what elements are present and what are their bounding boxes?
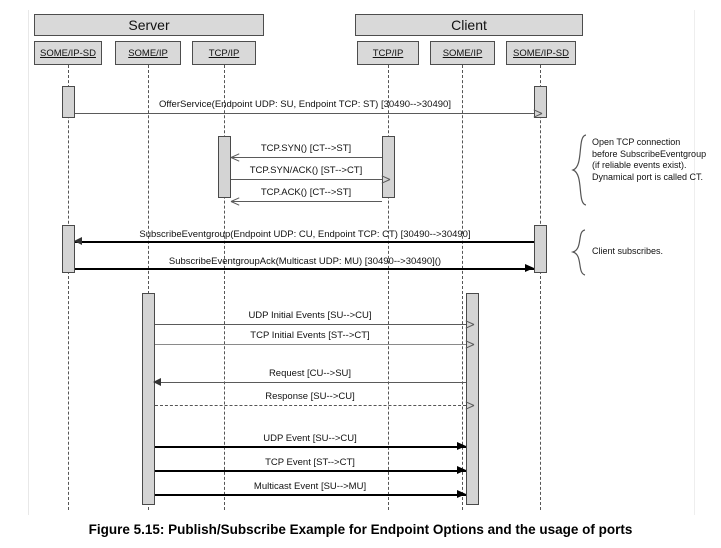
activation-server-tcpip-handshake: [218, 136, 231, 198]
activation-server-someip-sd-subscribe: [62, 225, 75, 273]
message-label-tcp-ack: TCP.ACK() [CT-->ST]: [260, 187, 352, 198]
message-label-tcp-event: TCP Event [ST-->CT]: [265, 457, 355, 468]
lifeline-label-server-someip: SOME/IP: [128, 47, 168, 59]
activation-client-someip-sd-subscribe: [534, 225, 547, 273]
note-tcp-connection-line-3: (if reliable events exist).: [592, 160, 687, 170]
lifeline-label-server-someip-sd: SOME/IP-SD: [40, 47, 96, 59]
arrowhead-open-right-response: [466, 405, 474, 413]
message-line-udp-event: [155, 446, 466, 448]
message-label-tcp-syn-ack: TCP.SYN/ACK() [ST-->CT]: [249, 165, 363, 176]
note-client-subscribes-line-1: Client subscribes.: [592, 246, 664, 256]
message-line-subscribe-eventgroup-ack: [75, 268, 534, 270]
message-line-request: [155, 382, 466, 383]
message-line-tcp-syn: [231, 157, 382, 158]
note-tcp-connection-line-4: Dynamical port is called CT.: [592, 171, 704, 182]
arrowhead-filled-left-subscribe-eventgroup: [74, 237, 82, 245]
lifeline-label-client-tcpip: TCP/IP: [372, 47, 404, 59]
arrowhead-open-right-offer-service: [534, 113, 542, 121]
activation-server-someip-sd-offer: [62, 86, 75, 118]
message-line-udp-initial-events: [155, 324, 466, 325]
message-label-tcp-initial-events: TCP Initial Events [ST-->CT]: [250, 330, 370, 341]
message-line-tcp-syn-ack: [231, 179, 382, 180]
arrowhead-filled-right-udp-event: [457, 441, 466, 450]
arrowhead-open-right-tcp-initial-events: [466, 344, 474, 352]
message-line-tcp-ack: [231, 201, 382, 202]
lifeline-box-client-tcpip[interactable]: TCP/IP: [357, 41, 419, 65]
lifeline-label-client-someip: SOME/IP: [442, 47, 483, 59]
lifeline-label-server-tcpip: TCP/IP: [208, 47, 240, 59]
server-group-label: Server: [128, 17, 170, 33]
arrowhead-filled-right-subscribe-eventgroup-ack: [525, 263, 534, 272]
lifeline-server-someip-sd: [68, 65, 69, 510]
diagram-frame: [28, 10, 695, 515]
lifeline-client-tcpip: [388, 65, 389, 510]
lifeline-label-client-someip-sd: SOME/IP-SD: [513, 47, 569, 59]
server-group-box: Server: [34, 14, 264, 36]
note-client-subscribes: Client subscribes.: [592, 246, 712, 258]
figure-caption: Figure 5.15: Publish/Subscribe Example f…: [88, 522, 633, 537]
note-tcp-connection-line-1: Open TCP connection: [592, 137, 681, 147]
message-line-response: [155, 405, 466, 406]
activation-client-tcpip-handshake: [382, 136, 395, 198]
lifeline-client-someip-sd: [540, 65, 541, 510]
message-label-response: Response [SU-->CU]: [265, 391, 355, 402]
message-line-multicast-event: [155, 494, 466, 496]
lifeline-box-server-someip[interactable]: SOME/IP: [115, 41, 181, 65]
message-label-tcp-syn: TCP.SYN() [CT-->ST]: [260, 143, 352, 154]
message-label-offer-service: OfferService(Endpoint UDP: SU, Endpoint …: [159, 99, 451, 110]
message-label-multicast-event: Multicast Event [SU-->MU]: [253, 481, 367, 492]
client-group-box: Client: [355, 14, 583, 36]
arrowhead-open-right-tcp-syn-ack: [382, 179, 390, 187]
arrowhead-open-right-udp-initial-events: [466, 324, 474, 332]
client-group-label: Client: [451, 17, 487, 33]
lifeline-box-client-someip[interactable]: SOME/IP: [430, 41, 495, 65]
message-line-offer-service: [75, 113, 534, 114]
message-line-subscribe-eventgroup: [75, 241, 534, 243]
note-tcp-connection: Open TCP connection before SubscribeEven…: [592, 137, 717, 183]
arrowhead-filled-right-multicast-event: [457, 489, 466, 498]
message-label-subscribe-eventgroup: SubscribeEventgroup(Endpoint UDP: CU, En…: [139, 229, 471, 240]
lifeline-server-someip: [148, 65, 149, 510]
message-label-udp-initial-events: UDP Initial Events [SU-->CU]: [248, 310, 372, 321]
brace-note-client-subscribes: [570, 229, 586, 276]
lifeline-box-server-someip-sd[interactable]: SOME/IP-SD: [34, 41, 102, 65]
message-label-subscribe-eventgroup-ack: SubscribeEventgroupAck(Multicast UDP: MU…: [168, 256, 442, 267]
activation-server-someip-events: [142, 293, 155, 505]
arrowhead-filled-left-request: [153, 378, 161, 386]
note-tcp-connection-line-2: before SubscribeEventgroup: [592, 148, 707, 159]
arrowhead-filled-right-tcp-event: [457, 465, 466, 474]
message-line-tcp-initial-events: [155, 344, 466, 345]
message-label-udp-event: UDP Event [SU-->CU]: [263, 433, 357, 444]
message-line-tcp-event: [155, 470, 466, 472]
lifeline-box-client-someip-sd[interactable]: SOME/IP-SD: [506, 41, 576, 65]
lifeline-server-tcpip: [224, 65, 225, 510]
message-label-request: Request [CU-->SU]: [268, 368, 352, 379]
lifeline-client-someip: [462, 65, 463, 510]
brace-note-tcp-connection: [571, 134, 587, 206]
lifeline-box-server-tcpip[interactable]: TCP/IP: [192, 41, 256, 65]
